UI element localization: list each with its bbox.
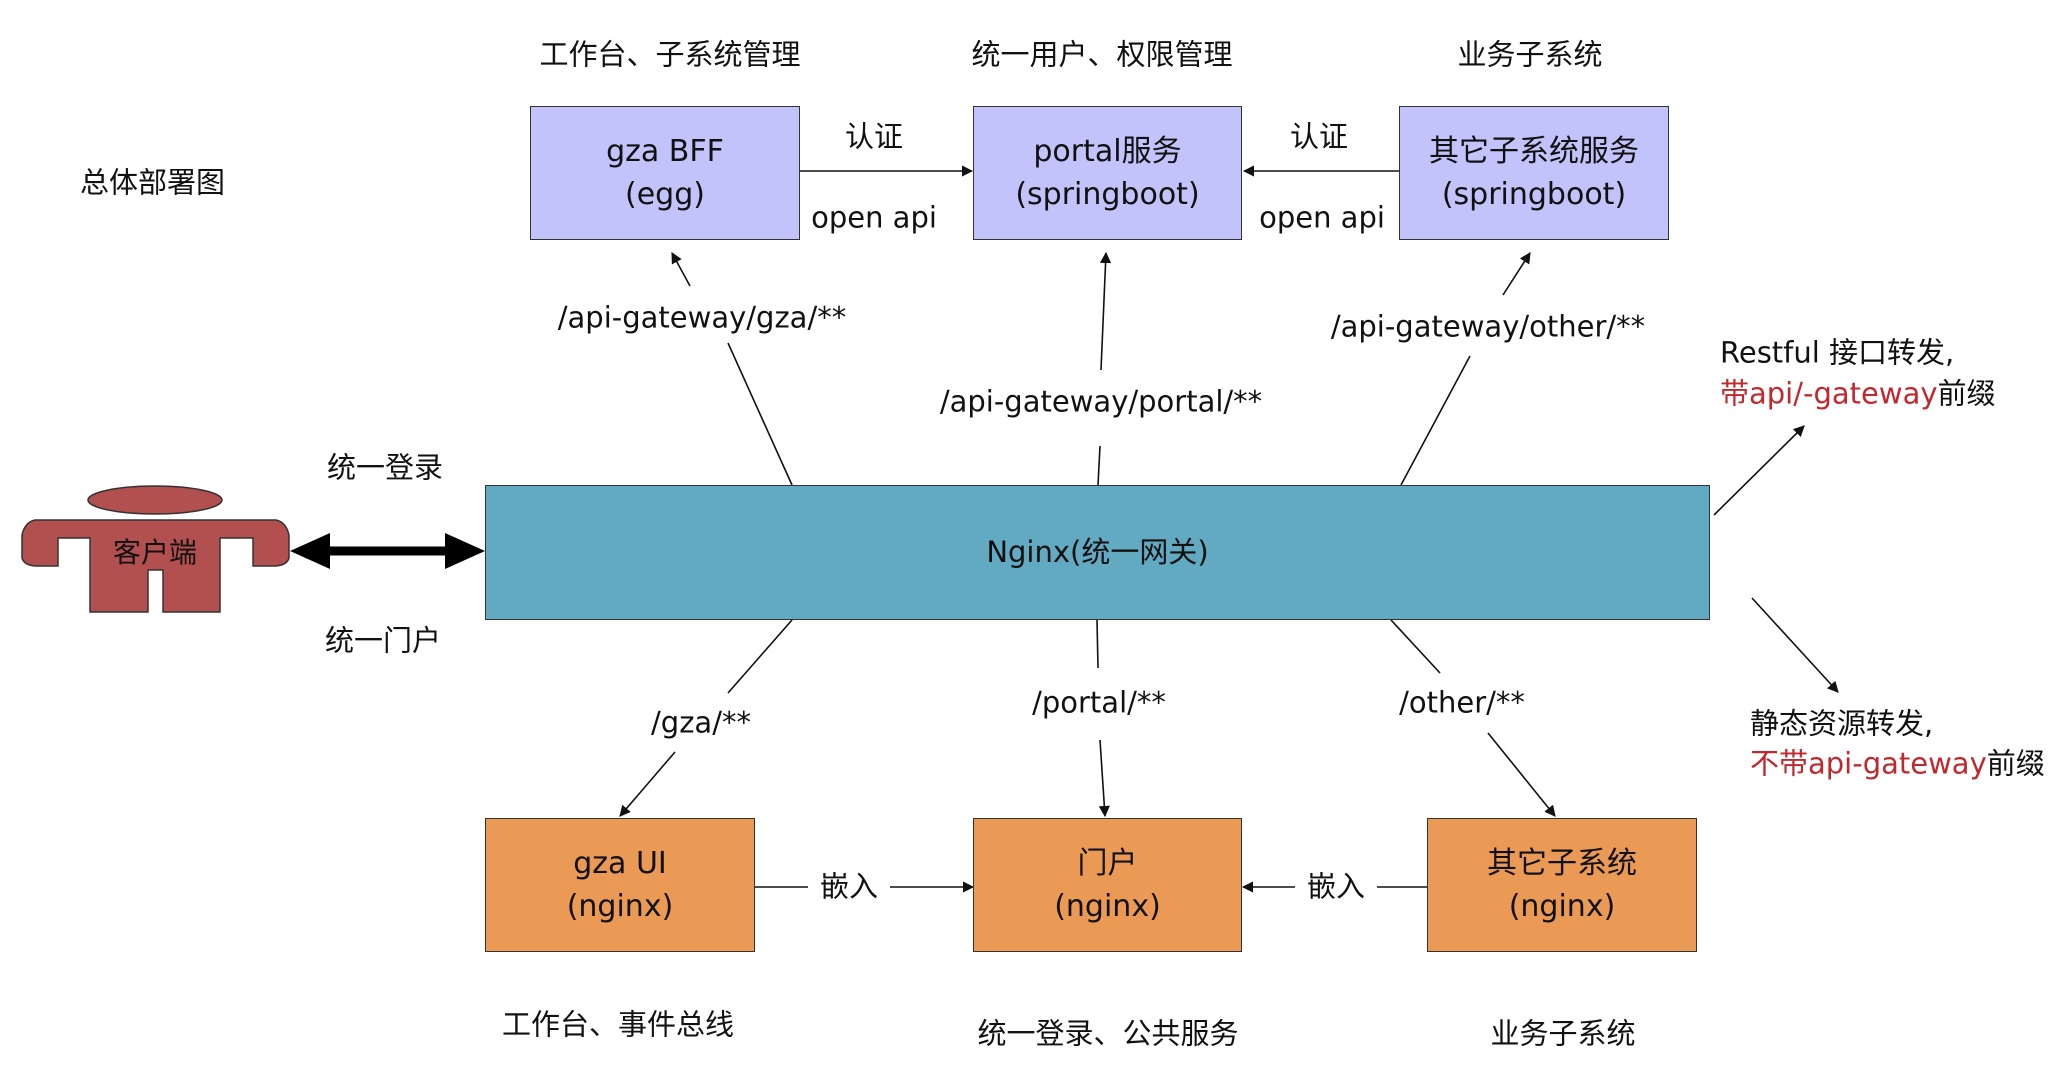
static-note-suffix: 前缀 bbox=[1986, 746, 2045, 781]
static-note-arrow bbox=[1751, 597, 1839, 693]
restful-note-highlight: 带api/-gateway bbox=[1720, 376, 1938, 411]
client-gateway-arrow bbox=[290, 533, 485, 569]
gza-ui-tech: (nginx) bbox=[566, 889, 674, 924]
gza-ui-name: gza UI bbox=[573, 845, 667, 881]
auth-label-left: 认证 bbox=[844, 119, 904, 154]
restful-note-line2: 带api/-gateway前缀 bbox=[1720, 377, 1996, 412]
openapi-label-right: open api bbox=[1259, 200, 1385, 235]
restful-note-suffix: 前缀 bbox=[1937, 376, 1996, 411]
gza-bff-tech: (egg) bbox=[625, 177, 705, 212]
route-line-gza-lower bbox=[727, 342, 793, 486]
client-label: 客户端 bbox=[112, 536, 198, 569]
route-label-api-other: /api-gateway/other/** bbox=[1330, 309, 1646, 344]
portal-ui-box[interactable]: 门户 (nginx) bbox=[973, 818, 1242, 952]
other-service-tech: (springboot) bbox=[1441, 177, 1627, 212]
route-arrow-portal-upper bbox=[1099, 251, 1112, 371]
route-label-other: /other/** bbox=[1399, 685, 1525, 720]
gza-ui-caption: 工作台、事件总线 bbox=[501, 1007, 735, 1042]
static-line-other-upper bbox=[1390, 619, 1441, 674]
portal-ui-name: 门户 bbox=[1077, 845, 1138, 881]
openapi-label-left: open api bbox=[811, 200, 937, 235]
other-service-box[interactable]: 其它子系统服务 (springboot) bbox=[1399, 106, 1669, 240]
route-label-api-portal: /api-gateway/portal/** bbox=[939, 384, 1263, 419]
portal-ui-tech: (nginx) bbox=[1054, 889, 1161, 924]
static-arrow-gza-lower bbox=[619, 751, 676, 817]
portal-service-caption: 统一用户、权限管理 bbox=[971, 37, 1233, 72]
static-arrow-other-lower bbox=[1487, 732, 1556, 817]
static-line-gza-upper bbox=[727, 619, 793, 694]
other-service-caption: 业务子系统 bbox=[1457, 37, 1603, 72]
route-label-portal: /portal/** bbox=[1032, 685, 1166, 720]
portal-ui-caption: 统一登录、公共服务 bbox=[977, 1016, 1239, 1051]
route-line-other-lower bbox=[1400, 355, 1471, 486]
nginx-gateway-box[interactable]: Nginx(统一网关) bbox=[485, 485, 1710, 620]
route-arrow-gza-upper bbox=[671, 252, 691, 287]
unified-portal-label: 统一门户 bbox=[324, 623, 442, 658]
static-arrow-portal-lower bbox=[1098, 739, 1110, 818]
portal-service-box[interactable]: portal服务 (springboot) bbox=[973, 106, 1242, 240]
route-label-api-gza: /api-gateway/gza/** bbox=[557, 300, 847, 335]
embed-label-left: 嵌入 bbox=[819, 869, 879, 904]
restful-note-line1: Restful 接口转发, bbox=[1720, 335, 1955, 370]
static-line-portal-upper bbox=[1096, 619, 1099, 669]
restful-note-arrow bbox=[1713, 425, 1805, 516]
other-ui-name: 其它子系统 bbox=[1487, 845, 1637, 881]
gza-bff-name: gza BFF bbox=[606, 133, 724, 169]
portal-service-tech: (springboot) bbox=[1015, 177, 1200, 212]
diagram-title: 总体部署图 bbox=[80, 165, 226, 200]
other-ui-box[interactable]: 其它子系统 (nginx) bbox=[1427, 818, 1697, 952]
other-ui-caption: 业务子系统 bbox=[1490, 1016, 1636, 1051]
route-label-gza: /gza/** bbox=[651, 705, 751, 740]
static-note-line2: 不带api-gateway前缀 bbox=[1750, 747, 2045, 782]
nginx-gateway-label: Nginx(统一网关) bbox=[986, 535, 1209, 570]
other-ui-tech: (nginx) bbox=[1508, 889, 1616, 924]
embed-label-right: 嵌入 bbox=[1306, 869, 1366, 904]
static-note-line1: 静态资源转发, bbox=[1750, 706, 1934, 741]
static-note-highlight: 不带api-gateway bbox=[1750, 746, 1987, 781]
client-figure[interactable] bbox=[21, 485, 290, 613]
auth-label-right: 认证 bbox=[1289, 119, 1349, 154]
route-arrow-other-upper bbox=[1502, 252, 1531, 296]
portal-service-name: portal服务 bbox=[1033, 133, 1182, 169]
other-service-name: 其它子系统服务 bbox=[1429, 133, 1639, 169]
route-line-portal-lower bbox=[1097, 445, 1101, 486]
gza-ui-box[interactable]: gza UI (nginx) bbox=[485, 818, 755, 952]
gza-bff-box[interactable]: gza BFF (egg) bbox=[530, 106, 800, 240]
gza-bff-caption: 工作台、子系统管理 bbox=[539, 37, 801, 72]
unified-login-label: 统一登录 bbox=[326, 450, 444, 485]
